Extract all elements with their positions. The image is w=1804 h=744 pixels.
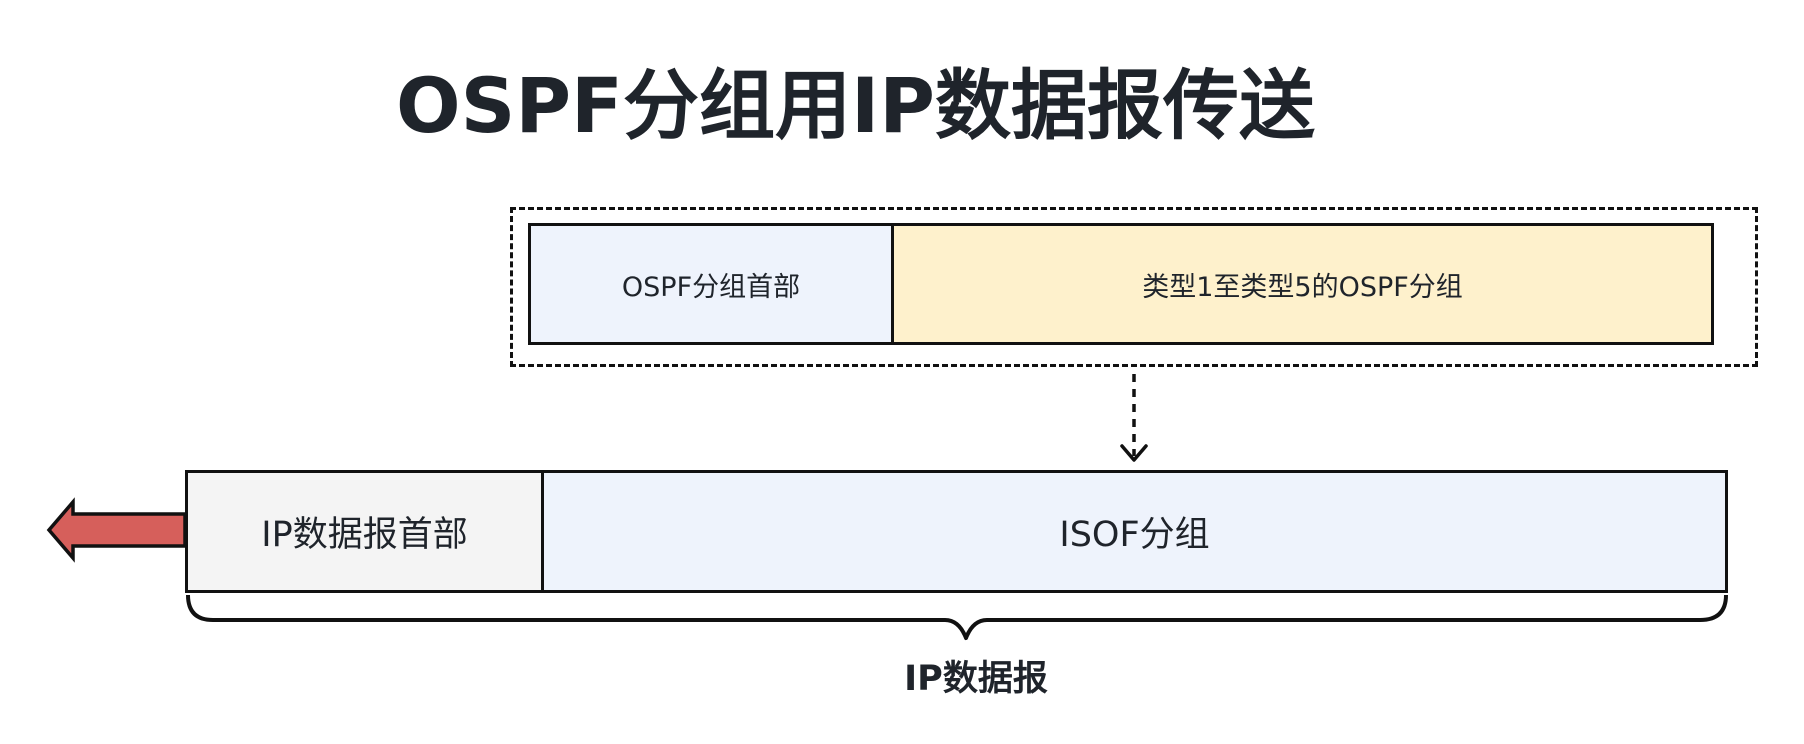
ospf-packet-dashed-frame xyxy=(510,207,1758,367)
ospf-header-label: OSPF分组首部 xyxy=(621,271,801,303)
ip-datagram-brace xyxy=(186,594,1728,640)
ip-body-label: ISOF分组 xyxy=(1059,515,1210,555)
encapsulation-arrowhead-icon xyxy=(1120,444,1148,462)
ip-header-label: IP数据报首部 xyxy=(261,515,468,555)
ospf-body-label: 类型1至类型5的OSPF分组 xyxy=(1142,271,1463,303)
ip-header-cell: IP数据报首部 xyxy=(185,470,544,593)
ip-body-cell: ISOF分组 xyxy=(541,470,1728,593)
ip-datagram-brace-label: IP数据报 xyxy=(904,659,1048,699)
ospf-header-cell: OSPF分组首部 xyxy=(528,223,894,345)
diagram-title: OSPF分组用IP数据报传送 xyxy=(396,61,1315,150)
left-arrow-icon xyxy=(46,497,187,563)
ospf-body-cell: 类型1至类型5的OSPF分组 xyxy=(891,223,1714,345)
